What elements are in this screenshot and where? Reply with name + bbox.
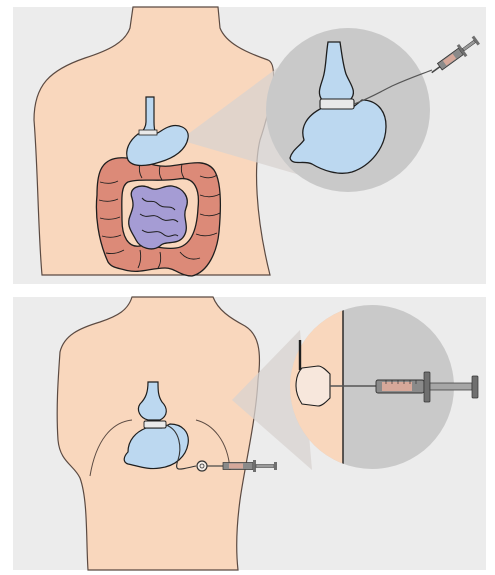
access-port bbox=[197, 461, 207, 471]
top-adjustable-band bbox=[320, 99, 354, 109]
bottom-adjustable-band bbox=[144, 421, 166, 428]
port-chamber bbox=[296, 366, 330, 406]
top-syringe bbox=[428, 34, 482, 78]
small-intestine bbox=[129, 186, 188, 249]
top-band-small bbox=[139, 130, 157, 135]
